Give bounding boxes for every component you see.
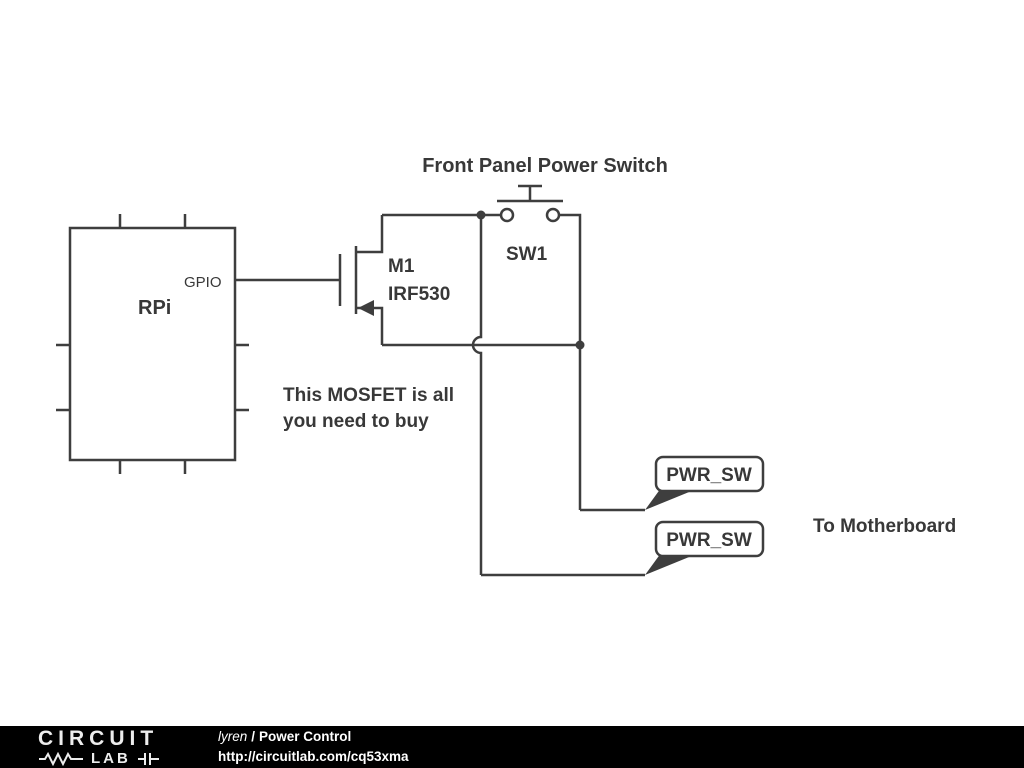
rpi-gpio-pin-label: GPIO xyxy=(184,274,222,291)
capacitor-icon xyxy=(137,752,159,765)
rpi-pins xyxy=(56,214,249,474)
net-flag-tail xyxy=(645,553,694,575)
byline-separator: / xyxy=(251,728,256,744)
net-flag-pwr-sw-bottom: PWR_SW xyxy=(645,520,765,575)
net-flag-label: PWR_SW xyxy=(666,530,752,551)
mosfet-source-lead xyxy=(356,306,384,345)
mosfet-source-arrow xyxy=(358,300,374,316)
project-byline: lyren/Power Control xyxy=(218,727,409,747)
switch-actuator xyxy=(518,184,542,201)
schematic-title: Front Panel Power Switch xyxy=(422,155,668,177)
switch-terminal-left xyxy=(499,207,515,223)
mosfet-drain-lead xyxy=(356,215,384,254)
resistor-icon xyxy=(39,751,83,766)
mosfet-ref-label: M1 xyxy=(388,256,415,277)
mosfet-m1: M1 IRF530 xyxy=(338,215,450,345)
net-flag-box xyxy=(654,455,765,493)
rpi-body xyxy=(68,226,237,462)
author-name: lyren xyxy=(218,728,248,744)
annotation-line-1: This MOSFET is all xyxy=(283,385,454,406)
switch-terminal-right xyxy=(545,207,561,223)
project-url[interactable]: http://circuitlab.com/cq53xma xyxy=(218,749,409,764)
junction-dot-top xyxy=(476,210,486,220)
net-flag-box xyxy=(654,520,765,558)
branch-down-wire-with-hop xyxy=(471,215,483,575)
project-title: Power Control xyxy=(259,728,352,744)
rpi-component: RPi GPIO xyxy=(56,214,249,474)
switch-down-wire xyxy=(559,213,582,510)
net-flag-pwr-sw-top: PWR_SW xyxy=(645,455,765,510)
footer-meta: lyren/Power Control http://circuitlab.co… xyxy=(218,727,409,768)
destination-label: To Motherboard xyxy=(813,516,956,537)
annotation-line-2: you need to buy xyxy=(283,411,429,432)
logo-bottom-row: LAB xyxy=(38,751,216,766)
pushbutton-sw1: SW1 xyxy=(497,184,563,265)
switch-ref-label: SW1 xyxy=(506,244,548,265)
footer-bar: CIRCUIT LAB lyren/Power Control http://c… xyxy=(0,726,1024,768)
junction-dot-mid xyxy=(575,340,585,350)
wires xyxy=(382,210,645,577)
logo-wordmark-lab: LAB xyxy=(91,750,131,767)
mosfet-value-label: IRF530 xyxy=(388,284,450,305)
rpi-label: RPi xyxy=(138,297,171,319)
net-flag-tail xyxy=(645,488,694,510)
logo-wordmark-circuit: CIRCUIT xyxy=(38,727,159,750)
circuitlab-logo: CIRCUIT LAB xyxy=(0,728,216,766)
net-flag-label: PWR_SW xyxy=(666,465,752,486)
